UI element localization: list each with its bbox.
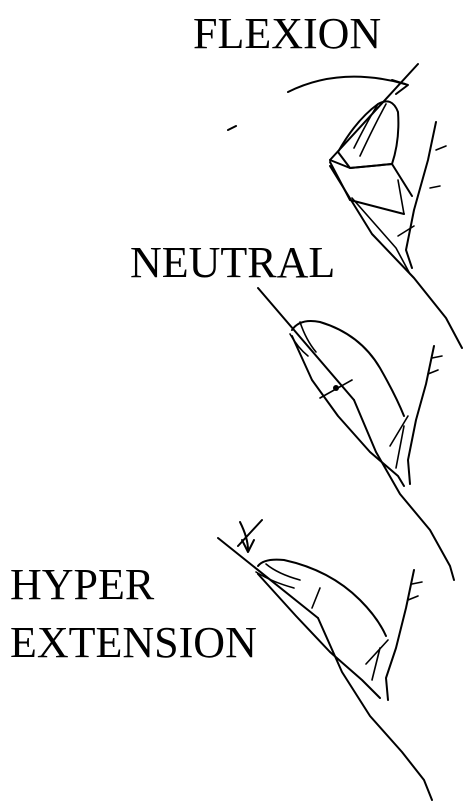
extension-label: EXTENSION: [10, 618, 257, 667]
flexion-nail: [353, 103, 379, 149]
neutral-fingertip: [291, 320, 405, 417]
flexion-fingertip: [337, 100, 400, 169]
neutral-joint-line-2: [389, 415, 409, 447]
hyperextension-joint-line-3: [371, 647, 381, 681]
neutral-finger: [257, 287, 455, 581]
hyperextension-arrowhead: [241, 539, 255, 553]
flexion-cross-line: [397, 225, 415, 237]
neutral-finger-underside: [291, 335, 405, 487]
neutral-knuckle-tick: [427, 355, 443, 375]
hyperextension-finger: [217, 519, 433, 801]
hyperextension-palm-line: [317, 617, 433, 801]
flexion-arc-arrow: [287, 75, 406, 93]
neutral-joint-line-3: [395, 425, 405, 469]
flexion-finger-back: [405, 121, 437, 269]
neutral-label: NEUTRAL: [130, 238, 336, 287]
flexion-joint-crease: [397, 179, 405, 215]
hyperextension-hand-back: [385, 569, 415, 701]
neutral-hand-back: [407, 345, 435, 485]
flexion-palm-line-2: [351, 197, 411, 275]
flexion-nail-inner: [359, 103, 387, 157]
neutral-palm-line: [353, 399, 455, 581]
neutral-nail-inner: [299, 321, 317, 353]
neutral-reference-line: [257, 287, 355, 401]
flexion-arrowhead: [391, 79, 409, 95]
flexion-palm-line: [329, 165, 463, 349]
hyperextension-joint-line-1: [311, 587, 321, 609]
hyper-label: HYPER: [10, 560, 155, 609]
flexion-knuckle-tick: [429, 145, 447, 189]
neutral-joint-line-1: [319, 379, 353, 399]
hyperextension-arc-arrow: [239, 521, 249, 551]
hyperextension-nail: [255, 571, 295, 589]
hyperextension-nail-inner: [265, 563, 301, 581]
hyperextension-fingertip: [257, 558, 387, 637]
hyperextension-knuckle-tick: [407, 581, 423, 601]
flexion-finger: [227, 63, 463, 349]
hyperextension-underside: [257, 573, 381, 699]
flexion-stray-mark: [227, 125, 237, 131]
hyperextension-joint-line-2: [365, 639, 389, 665]
flexion-label: FLEXION: [193, 9, 382, 58]
